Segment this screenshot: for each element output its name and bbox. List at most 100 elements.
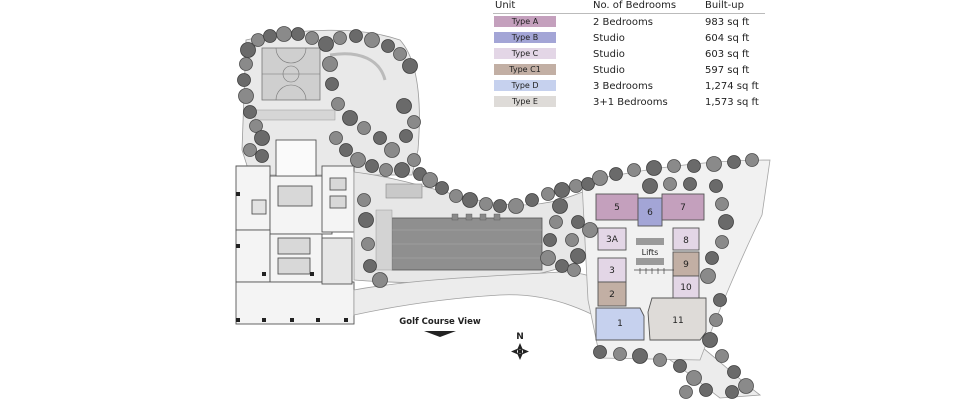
tree-icon	[243, 143, 257, 157]
view-arrow-icon	[424, 331, 456, 337]
header-bedrooms: No. of Bedrooms	[593, 0, 677, 11]
lifts-label: Lifts	[642, 248, 659, 257]
tree-icon	[632, 348, 648, 364]
tree-icon	[706, 156, 722, 172]
unit-label-9: 9	[683, 260, 689, 270]
tree-icon	[715, 235, 729, 249]
legend-type-label: Type C	[511, 49, 539, 58]
tree-icon	[251, 33, 265, 47]
tree-icon	[718, 214, 734, 230]
tree-icon	[525, 193, 539, 207]
legend-row: Type D 3 Bedrooms 1,274 sq ft	[493, 78, 765, 94]
tree-icon	[358, 212, 374, 228]
tree-icon	[363, 259, 377, 273]
tree-icon	[339, 143, 353, 157]
tree-icon	[687, 159, 701, 173]
unit-label-7: 7	[680, 203, 686, 213]
tree-icon	[725, 385, 739, 399]
legend-type-label: Type D	[511, 81, 539, 90]
tree-icon	[493, 199, 507, 213]
legend-swatch: Type C1	[494, 64, 556, 75]
unit-label-6: 6	[647, 208, 653, 218]
legend-bedrooms: Studio	[593, 65, 625, 76]
tree-icon	[571, 215, 585, 229]
tree-icon	[686, 370, 702, 386]
unit-9	[672, 251, 700, 277]
tree-icon	[715, 197, 729, 211]
tree-icon	[552, 198, 568, 214]
tower-units	[595, 193, 707, 341]
tree-icon	[243, 105, 257, 119]
tree-icon	[357, 121, 371, 135]
header-builtup: Built-up	[705, 0, 744, 11]
pool-deck	[385, 183, 423, 199]
trees	[237, 26, 759, 399]
lift-2	[636, 258, 664, 265]
pathway	[329, 52, 387, 81]
tree-icon	[700, 268, 716, 284]
tree-icon	[399, 129, 413, 143]
unit-2	[597, 281, 627, 307]
unit-7	[661, 193, 705, 221]
tree-icon	[407, 115, 421, 129]
tree-icon	[422, 172, 438, 188]
tree-icon	[449, 189, 463, 203]
tree-icon	[745, 153, 759, 167]
unit-label-10: 10	[680, 283, 692, 293]
tree-icon	[329, 131, 343, 145]
tree-icon	[673, 359, 687, 373]
tree-icon	[508, 198, 524, 214]
unit-8	[672, 227, 700, 251]
legend-type-label: Type B	[511, 33, 539, 42]
tree-icon	[402, 58, 418, 74]
tree-icon	[238, 88, 254, 104]
tree-icon	[255, 149, 269, 163]
legend-swatch: Type E	[494, 96, 556, 107]
unit-label-3a: 3A	[606, 235, 619, 245]
tree-icon	[555, 259, 569, 273]
lift-1	[636, 238, 664, 245]
unit-1	[595, 307, 645, 341]
legend-bedrooms: 3+1 Bedrooms	[593, 97, 668, 108]
deck-loungers	[451, 213, 501, 221]
tree-icon	[381, 39, 395, 53]
unit-labels: 5 6 7 3A 8 3 9 2 10 1 11 Lifts	[606, 203, 692, 329]
tree-icon	[435, 181, 449, 195]
legend-row: Type C Studio 603 sq ft	[493, 46, 765, 62]
tree-icon	[407, 153, 421, 167]
tree-icon	[350, 152, 366, 168]
tree-icon	[373, 131, 387, 145]
tree-icon	[627, 163, 641, 177]
legend-builtup: 604 sq ft	[705, 33, 750, 44]
legend-swatch: Type D	[494, 80, 556, 91]
tree-icon	[727, 365, 741, 379]
tree-icon	[276, 26, 292, 42]
legend-bedrooms: Studio	[593, 49, 625, 60]
legend-type-label: Type C1	[509, 65, 541, 74]
tree-icon	[642, 178, 658, 194]
tree-icon	[305, 31, 319, 45]
tree-icon	[582, 222, 598, 238]
tree-icon	[239, 57, 253, 71]
tree-icon	[331, 97, 345, 111]
legend-builtup: 983 sq ft	[705, 17, 750, 28]
tree-icon	[702, 332, 718, 348]
legend-builtup: 603 sq ft	[705, 49, 750, 60]
tree-icon	[237, 73, 251, 87]
header-unit: Unit	[495, 0, 516, 11]
tree-icon	[462, 192, 478, 208]
legend-bedrooms: 3 Bedrooms	[593, 81, 653, 92]
tree-icon	[372, 272, 388, 288]
legend-swatch: Type C	[494, 48, 556, 59]
unit-11	[647, 297, 707, 341]
tree-icon	[357, 193, 371, 207]
legend-swatch: Type A	[494, 16, 556, 27]
tree-icon	[727, 155, 741, 169]
tree-icon	[254, 130, 270, 146]
tree-icon	[738, 378, 754, 394]
legend-builtup: 1,274 sq ft	[705, 81, 759, 92]
